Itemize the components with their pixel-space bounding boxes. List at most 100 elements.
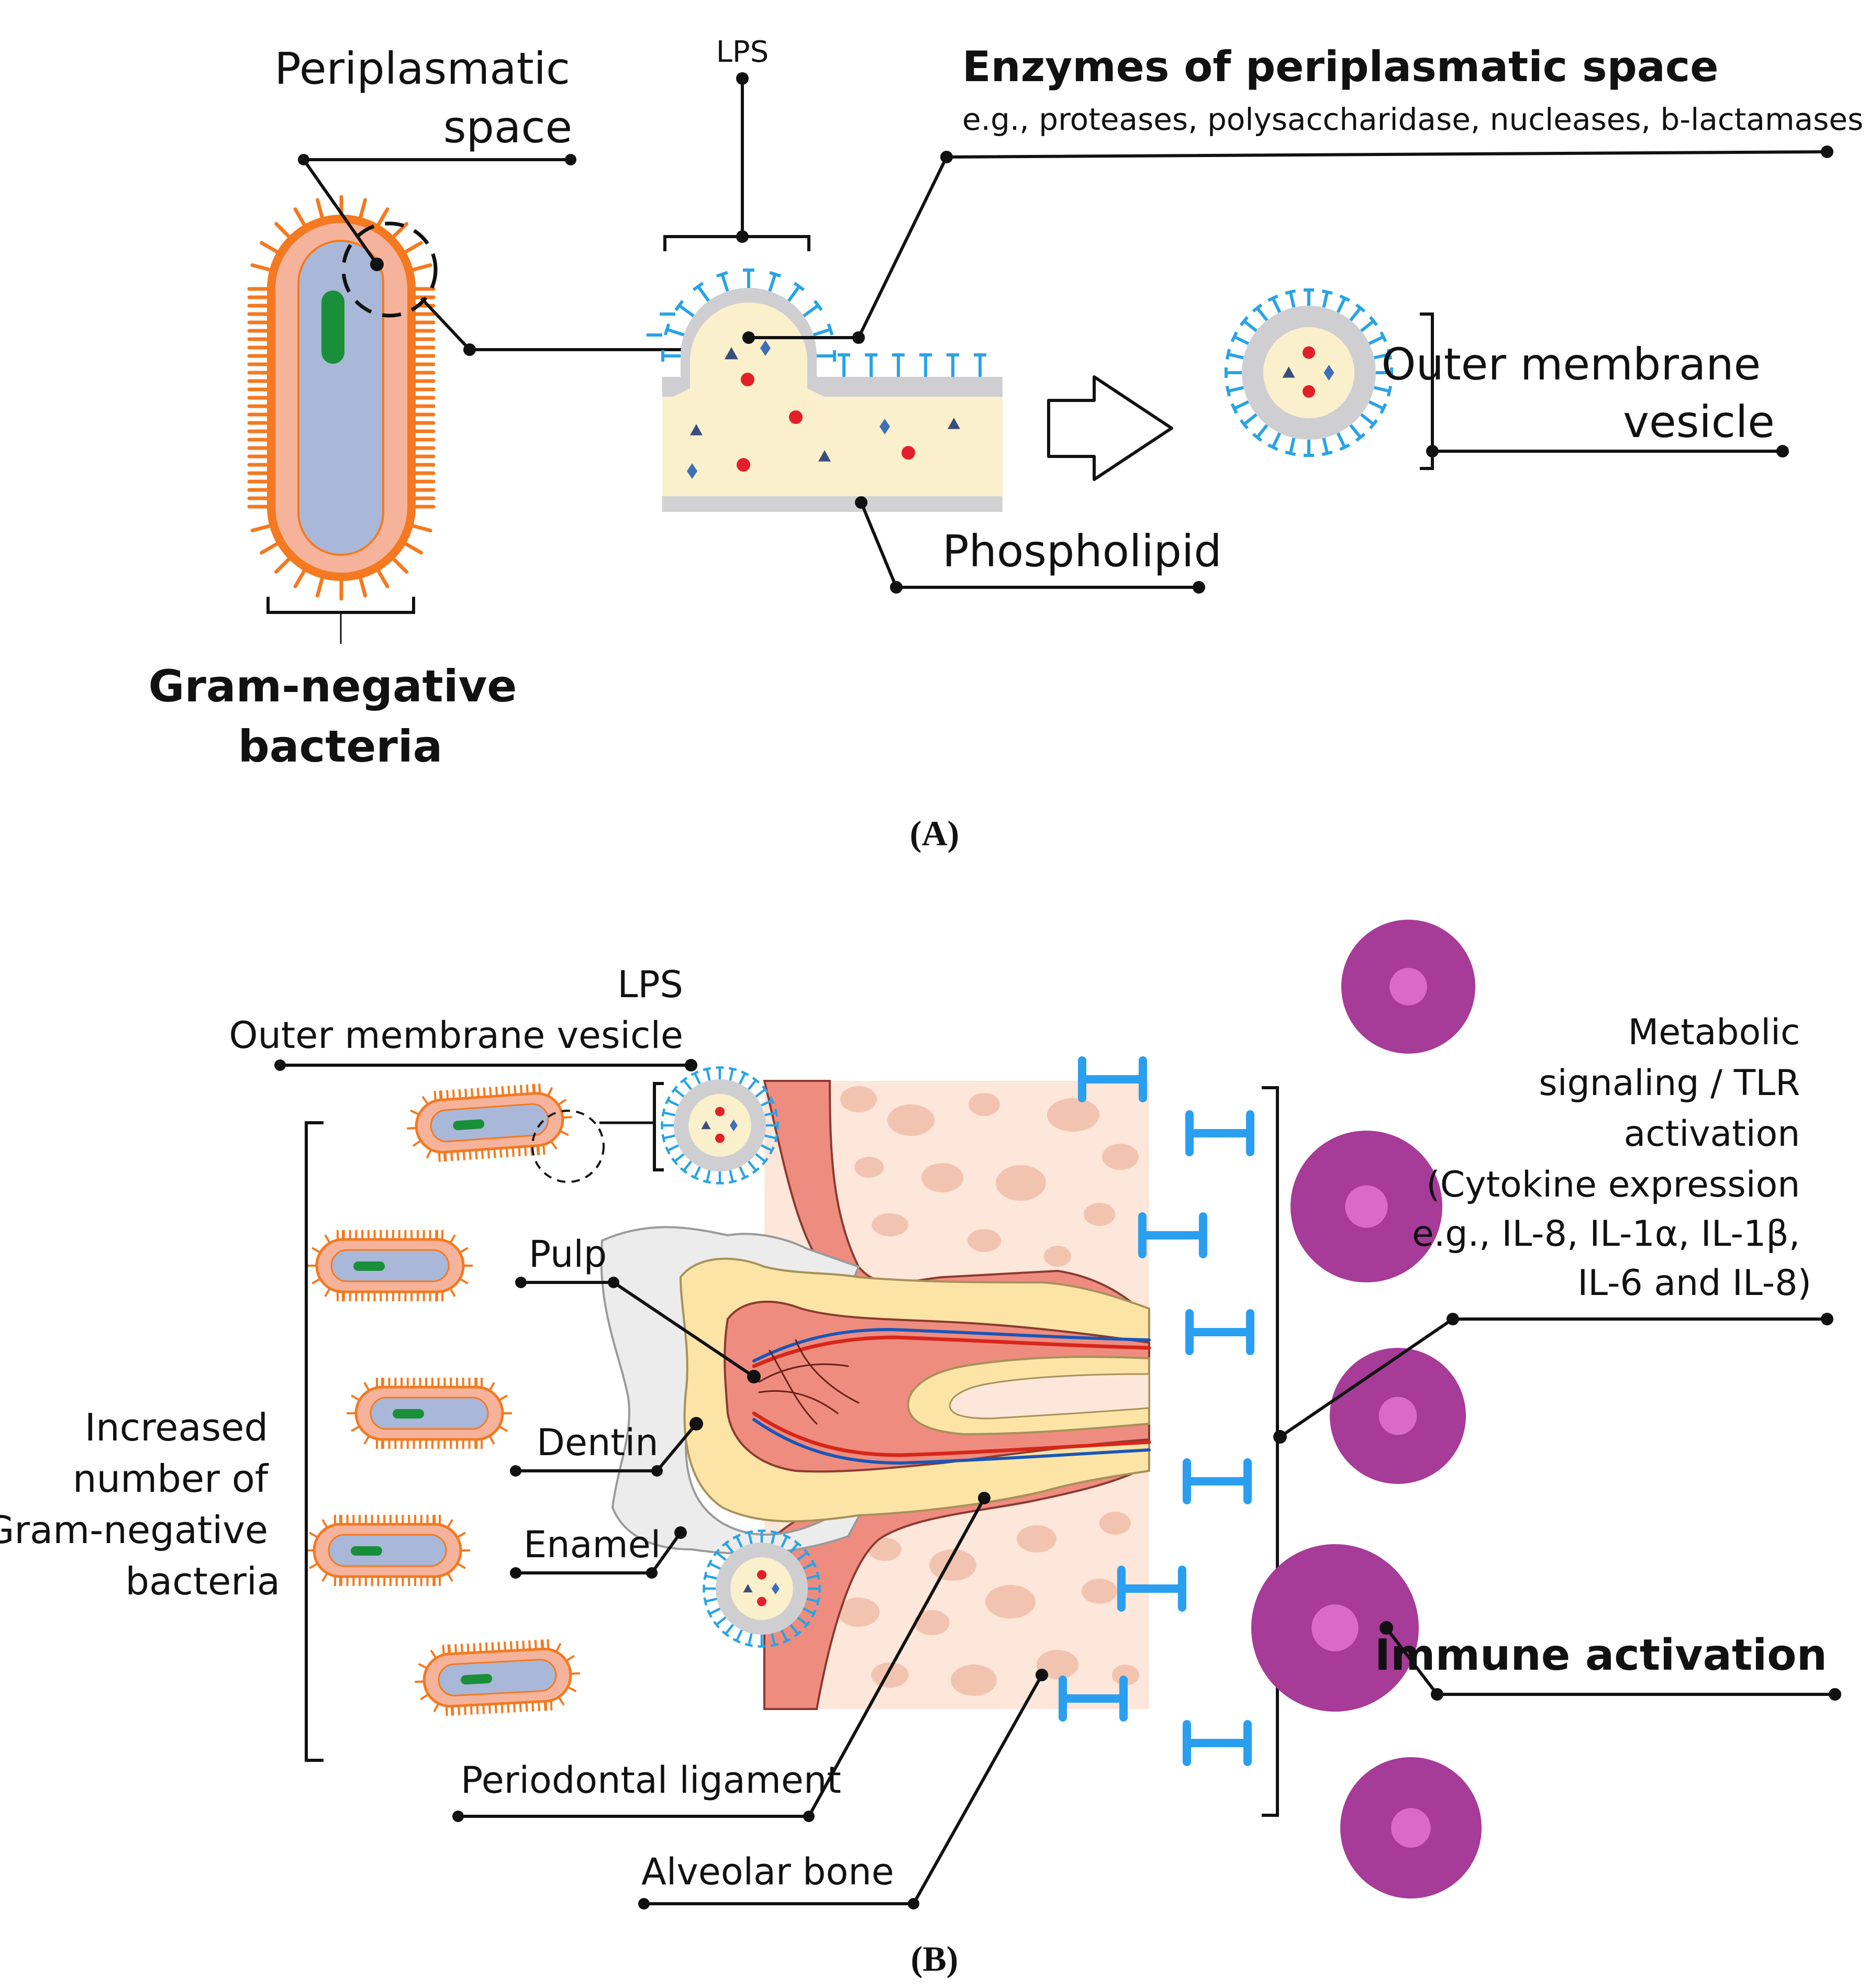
lps-cap (680, 1167, 688, 1174)
bacterium-hair (418, 1663, 428, 1669)
bacterium-hair (470, 1705, 473, 1715)
immune-cell (1251, 1544, 1419, 1712)
outer-membrane-vesicle-b-bottom (703, 1529, 821, 1648)
tlr-receptor (1117, 1566, 1186, 1612)
lps-stalk (663, 1134, 675, 1140)
bacterium-hair (454, 1644, 458, 1654)
lps-cap (741, 1175, 749, 1180)
lps-cap (816, 1597, 820, 1606)
bacterium-hair (542, 1145, 546, 1155)
bacterium-cytoplasm (328, 1534, 447, 1567)
bacterium-hair (293, 569, 306, 588)
lps-cap (803, 1621, 810, 1629)
bacterium-hairs (415, 1639, 580, 1716)
lps-cap (1386, 349, 1393, 360)
lps-stalk (1374, 352, 1390, 360)
bacterium-hair (447, 1572, 453, 1582)
lps-cap (691, 1175, 699, 1180)
bacterium-hair (522, 1640, 525, 1650)
lps-stalk (1322, 438, 1329, 454)
lps-stalk (716, 1616, 727, 1626)
lps-stalk (803, 304, 819, 318)
protein-triangle (1282, 366, 1295, 378)
bacterium-hair (458, 1089, 461, 1099)
lps-cap (774, 1134, 778, 1143)
lps-cap (769, 1146, 775, 1155)
bacterium-hair (363, 1382, 370, 1391)
lps-stalk (761, 1144, 773, 1152)
bacterium-hairs (347, 1378, 512, 1449)
lps-stalk (806, 1574, 819, 1580)
bacterium-dna (321, 291, 344, 364)
bacterium-hair (274, 222, 291, 239)
lps-label-b: LPS (617, 963, 683, 1006)
bone-pore (1044, 1246, 1071, 1267)
bacterium-hair (443, 1152, 446, 1162)
lps-cap (692, 282, 704, 292)
lps-cap (752, 1167, 760, 1174)
zoom-circle-b (531, 1110, 605, 1183)
bacterium-hair (570, 1672, 580, 1675)
enamel-crown (600, 1226, 866, 1555)
bacterium-hair (274, 557, 291, 574)
bacterium-hair (260, 542, 279, 555)
lps-cap (1267, 294, 1278, 302)
lps-cap (794, 1540, 802, 1547)
lps-stalk (803, 1562, 815, 1570)
lps-cap (1380, 331, 1387, 342)
bacterium-hair (530, 1146, 533, 1156)
lps-cap (1355, 303, 1366, 313)
bacterium-hair (498, 1425, 508, 1432)
bone-pore (967, 1229, 1001, 1252)
bacterium-hair (528, 1640, 531, 1650)
lps-cap (813, 299, 823, 311)
lps-stalk (748, 1633, 753, 1646)
lps-cap (793, 282, 805, 292)
lps-cap (744, 1530, 753, 1535)
lps-cap (1369, 419, 1378, 430)
bacterium-hair (567, 1686, 577, 1692)
lps-stalk (736, 1629, 743, 1641)
bone-pore (1112, 1665, 1139, 1685)
bacterium-hair (525, 1702, 528, 1712)
lps-stalk (1369, 335, 1384, 345)
protein-diamond (729, 1119, 738, 1132)
bacterium-hair (293, 207, 306, 227)
lps-cap (1386, 385, 1393, 397)
periplasm-region (662, 387, 1003, 510)
bacterium-hair (404, 241, 423, 254)
lps-stalk (771, 1633, 776, 1646)
lps-cap (728, 1067, 737, 1071)
membrane-section (647, 269, 1003, 512)
gram-negative-bacteria-label: Gram-negative bacteria (149, 661, 532, 772)
lps-cap (827, 323, 834, 336)
bacterium-hair (415, 1680, 425, 1683)
bacterium-hair (324, 1288, 331, 1297)
lps-stalk (1374, 386, 1390, 393)
lps-stalk (1256, 307, 1269, 321)
bacterium-hair (312, 1278, 321, 1285)
lps-cap (663, 323, 671, 336)
tlr-receptor (1078, 1056, 1147, 1102)
tlr-receptor (1185, 1309, 1254, 1355)
lps-stalk (705, 1574, 717, 1580)
lps-cap (703, 1067, 711, 1071)
lps-stalk (1360, 413, 1375, 426)
lps-stalk (667, 1099, 679, 1107)
lps-cap (783, 1638, 791, 1644)
protein-triangle (818, 450, 831, 462)
immune-activation-label: Immune activation (1375, 1630, 1827, 1680)
lps-cap (713, 1621, 720, 1629)
bacterium-hair (324, 1234, 331, 1244)
enzymes-leader (749, 150, 1828, 339)
lps-stalk (736, 1536, 743, 1548)
bacterium-hair (321, 1572, 328, 1582)
bacterium-hair (482, 1704, 485, 1714)
protein-triangle (725, 347, 738, 360)
lps-cap (1225, 349, 1231, 360)
lps-stalk (720, 274, 729, 292)
outer-membrane-vesicle-b-top (661, 1066, 779, 1185)
lps-stalk (706, 1170, 711, 1182)
lps-cap (732, 1638, 741, 1644)
bacterium-hair (420, 1693, 429, 1701)
